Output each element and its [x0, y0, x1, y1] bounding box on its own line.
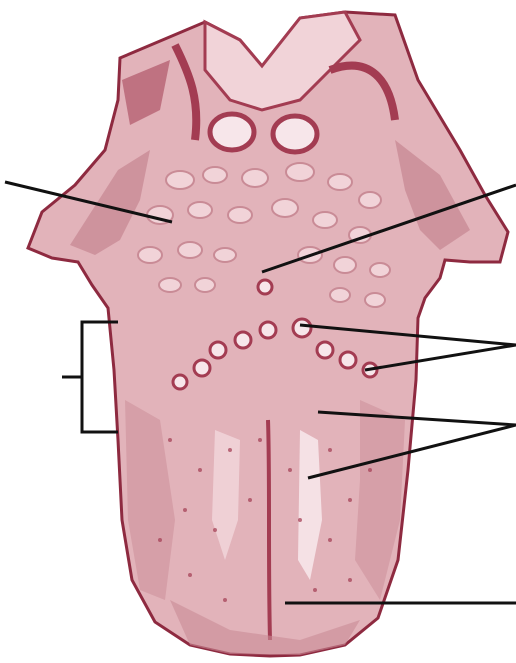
front-shade-right	[355, 400, 405, 600]
tonsil-right	[273, 116, 317, 152]
tonsil-left	[210, 114, 254, 150]
median-sulcus	[268, 420, 270, 640]
foramen-cecum	[258, 280, 272, 294]
